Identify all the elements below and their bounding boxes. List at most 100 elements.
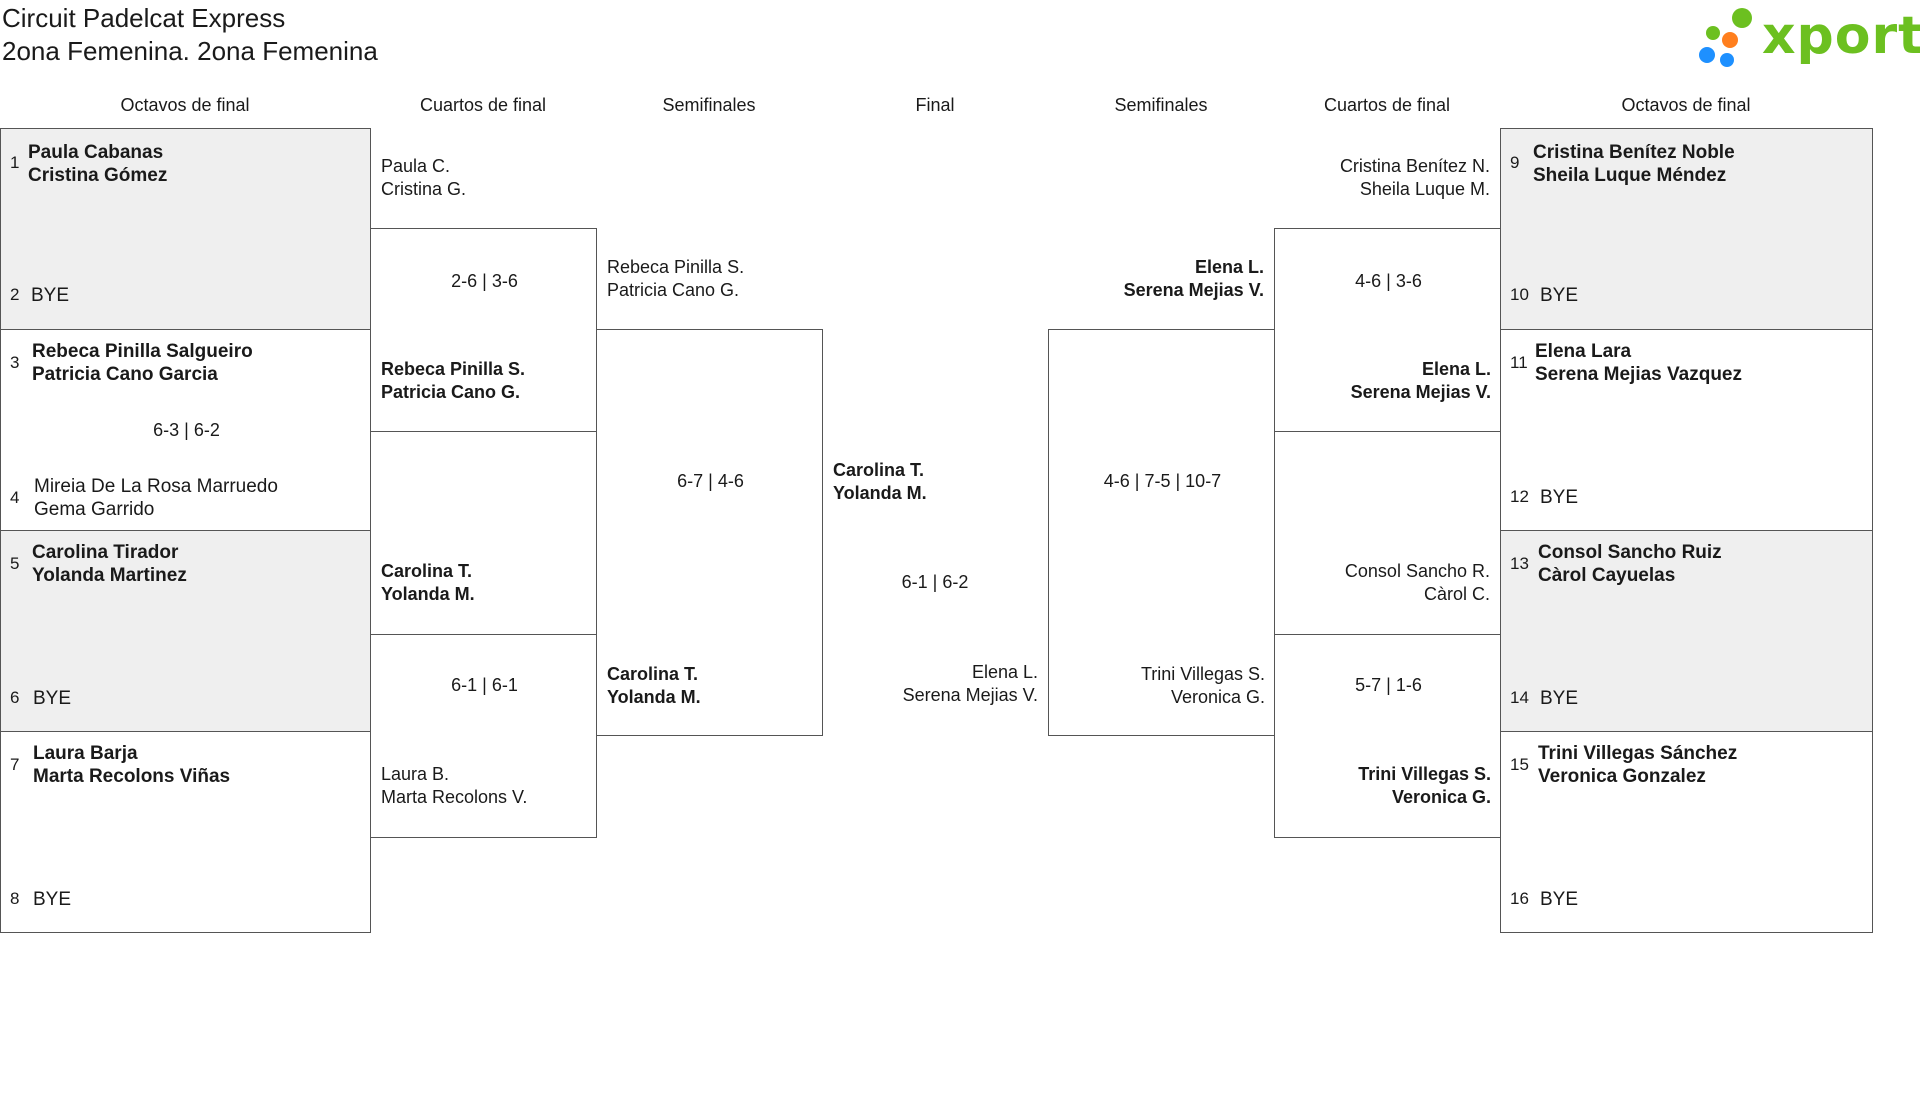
player-name: Sheila Luque Méndez [1533,165,1727,186]
player-name: Veronica Gonzalez [1538,766,1706,787]
round-header-sf-left: Semifinales [662,95,756,115]
player-name: Yolanda M. [833,483,927,503]
qf-right-1-team-a: Cristina Benítez N.Sheila Luque M. [1274,155,1490,201]
player-name: Consol Sancho R. [1344,561,1490,581]
team-b: Rebeca Pinilla S. Patricia Cano G. [381,358,525,404]
match-qf-right-2[interactable]: 5-7 | 1-6 Trini Villegas S. Veronica G. [1274,634,1501,838]
player-name: Paula Cabanas [28,142,164,163]
qf-right-2-team-a: Consol Sancho R. Càrol C. [1274,560,1490,606]
seed: 16 [1510,889,1529,908]
seed: 2 [10,285,20,304]
match-score: 6-7 | 4-6 [677,471,744,491]
seed: 10 [1510,285,1529,304]
seed: 12 [1510,487,1529,506]
team-b: Carolina T. Yolanda M. [607,663,701,709]
player-name: Cristina G. [381,179,467,199]
player-name: Serena Mejias V. [1123,280,1264,300]
player-name: Patricia Cano G. [381,382,521,402]
player-name: Càrol C. [1423,584,1490,604]
match-sf-left[interactable]: 6-7 | 4-6 Carolina T. Yolanda M. [596,329,823,736]
team-b: BYE [1540,487,1579,508]
team-b: BYE [1540,688,1579,709]
player-name: Laura B. [381,764,450,784]
player-name: Cristina Benítez Noble [1533,142,1735,163]
player-name: Elena L. [1421,359,1491,379]
team-b: Trini Villegas S.Veronica G. [1049,663,1265,709]
player-name: Patricia Cano G. [607,280,740,300]
player-name: Paula C. [381,156,451,176]
player-name: Marta Recolons Viñas [33,766,231,787]
xporty-logo[interactable] [1695,5,1920,70]
seed: 7 [10,755,20,774]
match-score: 4-6 | 7-5 | 10-7 [1103,471,1222,491]
seed: 3 [10,353,20,372]
player-name: Serena Mejias V. [902,685,1038,705]
match-score: 5-7 | 1-6 [1355,675,1422,695]
seed: 5 [10,554,20,573]
seed: 6 [10,688,20,707]
logo-dots-icon [1699,8,1752,67]
final-team-a: Carolina T. Yolanda M. [833,459,927,505]
final-team-b: Elena L. Serena Mejias V. [822,661,1038,707]
seed: 9 [1510,153,1520,172]
round-header-final: Final [915,95,955,115]
round-header-qf-left: Cuartos de final [419,95,547,115]
team-b: BYE [1540,889,1579,910]
match-qf-right-1[interactable]: 4-6 | 3-6 Elena L.Serena Mejias V. [1274,228,1501,432]
round-header-r16-right: Octavos de final [1621,95,1751,115]
match-qf-left-1[interactable]: 2-6 | 3-6 Rebeca Pinilla S. Patricia Cano… [370,228,597,432]
team-b: Laura B. Marta Recolons V. [381,763,527,809]
player-name: Serena Mejias V. [1350,382,1491,402]
player-name: Cristina Gómez [28,165,168,186]
match-sf-right[interactable]: 4-6 | 7-5 | 10-7 Trini Villegas S.Veroni… [1048,329,1275,736]
player-name: Trini Villegas S. [1358,764,1491,784]
seed: 8 [10,889,20,908]
round-header-qf-right: Cuartos de final [1323,95,1451,115]
team-b: Trini Villegas S. Veronica G. [1275,763,1491,809]
match-score: 2-6 | 3-6 [451,271,518,291]
qf-left-2-team-a: Carolina T.Yolanda M. [381,560,475,606]
team-b: BYE [31,285,70,306]
player-name: Elena Lara [1535,341,1632,362]
player-name: Rebeca Pinilla Salgueiro [32,341,253,362]
sf-right-team-a: Elena L.Serena Mejias V. [1048,256,1264,302]
player-name: Mireia De La Rosa Marruedo [34,476,278,497]
final-score: 6-1 | 6-2 [901,572,969,592]
player-name: Yolanda M. [607,687,701,707]
player-name: Veronica G. [1391,787,1491,807]
player-name: Sheila Luque M. [1359,179,1490,199]
player-name: Carolina T. [607,664,699,684]
player-name: Carolina T. [833,460,925,480]
player-name: Rebeca Pinilla S. [381,359,526,379]
team-b: BYE [33,889,72,910]
match-qf-left-2[interactable]: 6-1 | 6-1 Laura B. Marta Recolons V. [370,634,597,838]
player-name: Carolina Tirador [32,542,179,563]
player-name: Elena L. [971,662,1038,682]
seed: 13 [1510,554,1529,573]
sf-left-team-a: Rebeca Pinilla S.Patricia Cano G. [607,256,744,302]
player-name: Marta Recolons V. [381,787,528,807]
seed: 15 [1510,755,1529,774]
seed: 1 [10,153,20,172]
page-subtitle: 2ona Femenina. 2ona Femenina [2,36,378,66]
player-name: Patricia Cano Garcia [32,364,218,385]
team-b: Elena L. Serena Mejias V. [1275,358,1491,404]
match-score: 6-1 | 6-1 [451,675,518,695]
player-name: Consol Sancho Ruiz [1538,542,1722,563]
